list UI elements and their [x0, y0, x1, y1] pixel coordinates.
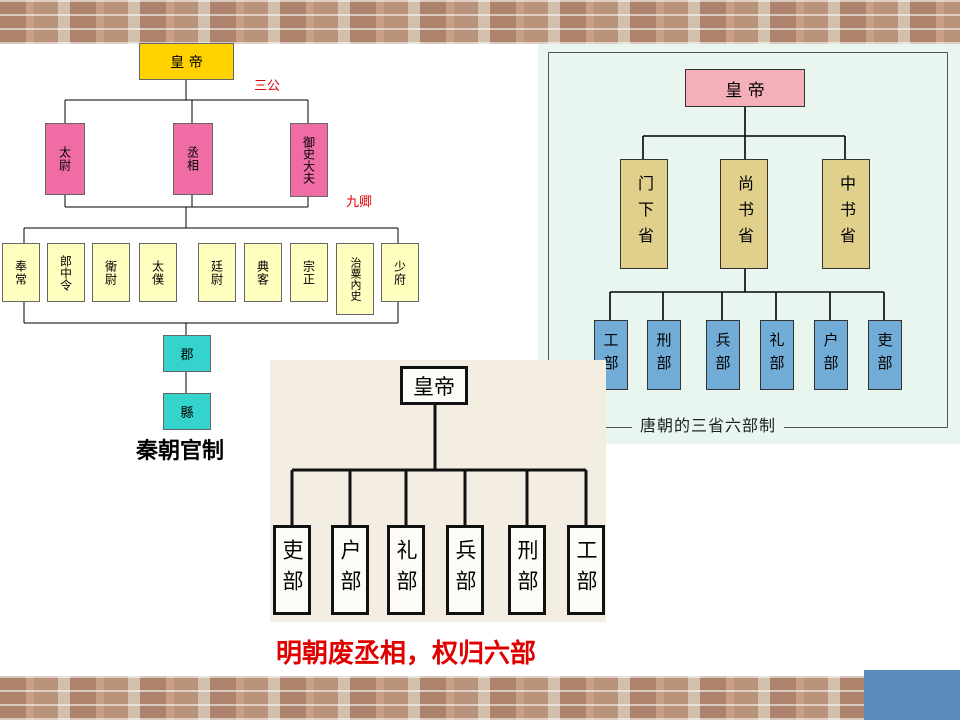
tang-sheng-label-menxia: 门下省: [635, 175, 654, 253]
ming-emperor-label: 皇帝: [413, 374, 455, 399]
tang-bu-label-2: 刑部: [654, 332, 673, 378]
ming-connectors: [290, 405, 588, 525]
qin-sangong-box-chengxiang: 丞相: [173, 123, 213, 195]
qin-jiuqing-box-7: 宗正: [290, 243, 328, 302]
ming-bu-box-4: 兵部: [446, 525, 484, 615]
tang-bu-label-3: 兵部: [713, 332, 732, 378]
ming-bu-box-6: 工部: [567, 525, 605, 615]
ming-bu-label-2: 户部: [338, 539, 362, 601]
ming-bu-label-4: 兵部: [453, 539, 477, 601]
ming-bu-box-2: 户部: [331, 525, 369, 615]
qin-jiuqing-box-8: 治粟內史: [336, 243, 374, 315]
ming-bu-box-1: 吏部: [273, 525, 311, 615]
brick-border-bottom: [0, 676, 960, 720]
qin-jiuqing-label-6: 典客: [255, 259, 270, 286]
tang-sheng-box-menxia: 门下省: [620, 159, 668, 269]
qin-sangong-label: 三公: [254, 79, 281, 94]
corner-block: [864, 670, 960, 720]
qin-jiuqing-box-6: 典客: [244, 243, 282, 302]
qin-jiuqing-box-4: 太僕: [139, 243, 177, 302]
qin-jiuqing-label-8: 治粟內史: [349, 257, 362, 301]
qin-jiuqing-label: 九卿: [346, 195, 373, 210]
tang-bu-box-6: 吏部: [868, 320, 902, 390]
qin-jiuqing-label-4: 太僕: [150, 259, 165, 286]
qin-jiuqing-box-3: 衛尉: [92, 243, 130, 302]
qin-jiuqing-label-3: 衛尉: [103, 259, 118, 286]
qin-jiuqing-label-5: 廷尉: [209, 259, 224, 286]
tang-bu-label-1: 工部: [601, 332, 620, 378]
qin-jiuqing-box-2: 郎中令: [47, 243, 85, 302]
tang-emperor-label: 皇 帝: [725, 80, 765, 101]
tang-caption: 唐朝的三省六部制: [632, 412, 785, 436]
tang-bu-label-4: 礼部: [767, 332, 786, 378]
qin-caption: 秦朝官制: [136, 439, 225, 464]
qin-emperor-label: 皇 帝: [170, 54, 203, 71]
ming-bu-label-5: 刑部: [515, 539, 539, 601]
qin-jiuqing-label-7: 宗正: [301, 259, 316, 286]
tang-sheng-label-shangshu: 尚书省: [735, 175, 754, 253]
ming-caption: 明朝废丞相，权归六部: [276, 639, 537, 669]
qin-jiuqing-label-2: 郎中令: [58, 254, 73, 291]
qin-jiuqing-box-1: 奉常: [2, 243, 40, 302]
qin-jiuqing-label-9: 少府: [392, 259, 407, 286]
qin-jiuqing-box-5: 廷尉: [198, 243, 236, 302]
qin-emperor-box: 皇 帝: [139, 43, 234, 80]
tang-sheng-box-shangshu: 尚书省: [720, 159, 768, 269]
qin-jun-box: 郡: [163, 335, 211, 372]
qin-jiuqing-box-9: 少府: [381, 243, 419, 302]
tang-emperor-box: 皇 帝: [685, 69, 805, 107]
ming-bu-label-6: 工部: [574, 539, 598, 601]
tang-bu-box-4: 礼部: [760, 320, 794, 390]
tang-sheng-label-zhongshu: 中书省: [837, 175, 856, 253]
brick-border-top: [0, 0, 960, 44]
qin-sangong-box-yushidafu: 御史大夫: [290, 123, 328, 197]
ming-bu-box-3: 礼部: [387, 525, 425, 615]
qin-sangong-box-taiwei: 太尉: [45, 123, 85, 195]
tang-bu-box-2: 刑部: [647, 320, 681, 390]
tang-connectors: [609, 105, 885, 320]
ming-bu-box-5: 刑部: [508, 525, 546, 615]
qin-jiuqing-label-1: 奉常: [13, 259, 28, 286]
tang-bu-label-6: 吏部: [875, 332, 894, 378]
qin-sangong-label-yushidafu: 御史大夫: [301, 136, 316, 184]
qin-jun-label: 郡: [180, 348, 194, 363]
tang-bu-box-5: 户部: [814, 320, 848, 390]
tang-bu-label-5: 户部: [821, 332, 840, 378]
tang-sheng-box-zhongshu: 中书省: [822, 159, 870, 269]
ming-emperor-box: 皇帝: [400, 366, 468, 405]
qin-sangong-label-taiwei: 太尉: [57, 146, 72, 172]
tang-bu-box-3: 兵部: [706, 320, 740, 390]
ming-bu-label-1: 吏部: [280, 539, 304, 601]
qin-xian-label: 縣: [180, 406, 194, 421]
tang-panel: 皇 帝 门下省 尚书省 中书省 工部 刑部 兵部 礼部 户部 吏部 唐朝的三省六…: [538, 44, 960, 444]
ming-bu-label-3: 礼部: [394, 539, 418, 601]
ming-panel: 皇帝 吏部 户部 礼部 兵部 刑部 工部: [270, 360, 606, 622]
qin-xian-box: 縣: [163, 393, 211, 430]
qin-sangong-label-chengxiang: 丞相: [185, 146, 200, 172]
